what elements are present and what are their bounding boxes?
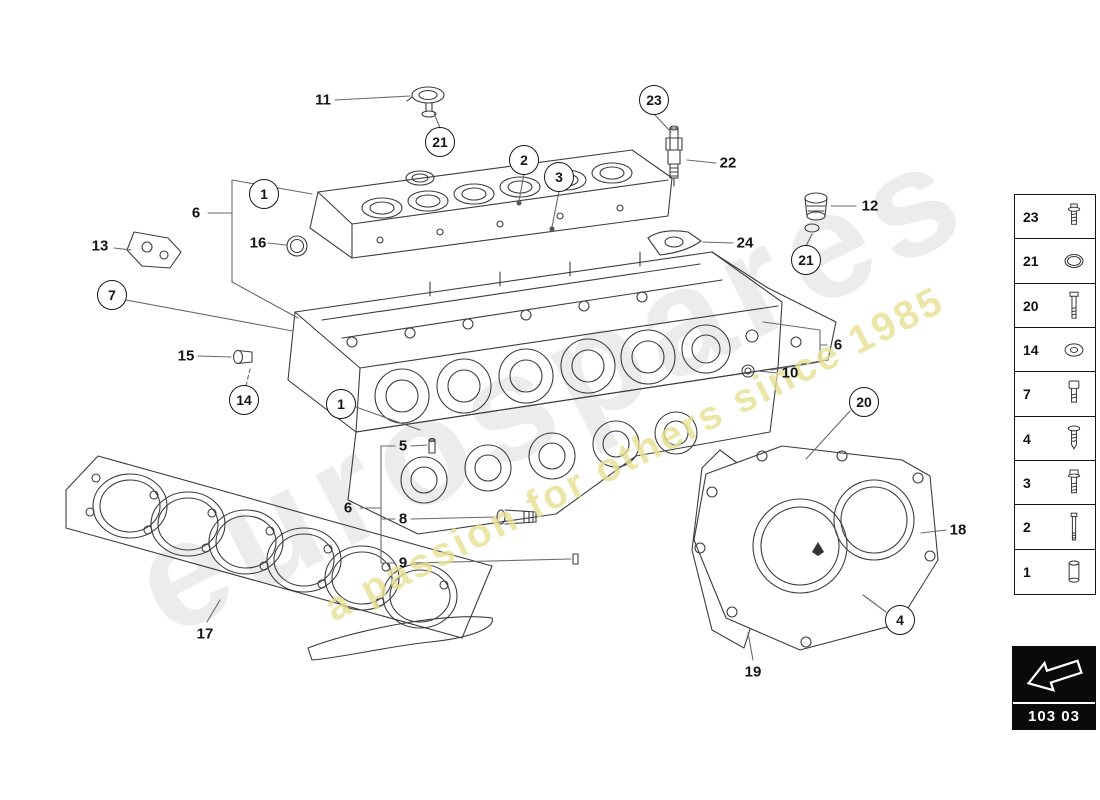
legend-row-3[interactable]: 3 <box>1014 459 1096 506</box>
cover-gasket-strip-drawing <box>307 616 493 661</box>
socket-bolt-icon <box>1061 378 1087 410</box>
callout-22[interactable]: 22 <box>719 154 737 172</box>
hex-bolt-icon <box>1061 467 1087 499</box>
callout-12[interactable]: 12 <box>861 197 879 215</box>
head-gasket-drawing <box>65 455 493 639</box>
callout-13[interactable]: 13 <box>91 237 109 255</box>
callout-9[interactable]: 9 <box>398 554 408 572</box>
diagram-code-box[interactable]: 103 03 <box>1012 646 1096 730</box>
bracket-13-drawing <box>126 231 182 269</box>
callout-4[interactable]: 4 <box>885 605 915 635</box>
legend-row-1[interactable]: 1 <box>1014 548 1096 595</box>
callout-15[interactable]: 15 <box>177 347 195 365</box>
spark-plug-drawing <box>665 125 683 187</box>
legend-row-7[interactable]: 7 <box>1014 371 1096 418</box>
callout-21-a[interactable]: 21 <box>425 127 455 157</box>
callout-21-b[interactable]: 21 <box>791 245 821 275</box>
bolt-8-drawing <box>496 509 537 525</box>
callout-6-b[interactable]: 6 <box>833 336 843 354</box>
callout-14[interactable]: 14 <box>229 385 259 415</box>
callout-19[interactable]: 19 <box>744 663 762 681</box>
legend-row-20[interactable]: 20 <box>1014 282 1096 329</box>
callout-1-a[interactable]: 1 <box>249 179 279 209</box>
leader-lines <box>113 95 947 661</box>
legend-row-23[interactable]: 23 <box>1014 194 1096 240</box>
nut-10-drawing <box>741 364 755 378</box>
legend-part-number: 1 <box>1023 563 1031 580</box>
plug-12-drawing <box>804 192 828 221</box>
legend-part-number: 20 <box>1023 297 1039 314</box>
flanged-screw-icon <box>1061 201 1087 233</box>
legend-row-2[interactable]: 2 <box>1014 504 1096 551</box>
legend-part-number: 14 <box>1023 341 1039 358</box>
washer-icon <box>1061 334 1087 366</box>
sleeve-icon <box>1061 556 1087 588</box>
valve-cover-drawing <box>309 149 673 259</box>
callout-3[interactable]: 3 <box>544 162 574 192</box>
callout-5[interactable]: 5 <box>398 437 408 455</box>
gasket-24-drawing <box>647 230 702 256</box>
long-bolt-icon <box>1061 290 1087 322</box>
cylinder-head-drawing <box>287 251 837 535</box>
callout-16[interactable]: 16 <box>249 234 267 252</box>
stud-bolt-icon <box>1061 511 1087 543</box>
parts-legend: 23 21 20 14 <box>1014 194 1096 595</box>
diagram-code: 103 03 <box>1028 708 1080 725</box>
legend-part-number: 7 <box>1023 386 1031 403</box>
back-arrow-icon <box>1013 647 1095 704</box>
callout-8[interactable]: 8 <box>398 510 408 528</box>
legend-row-14[interactable]: 14 <box>1014 326 1096 373</box>
callout-7[interactable]: 7 <box>97 280 127 310</box>
o-ring-16-drawing <box>286 235 308 257</box>
legend-part-number: 3 <box>1023 474 1031 491</box>
plug-15-drawing <box>232 349 253 365</box>
callout-1-b[interactable]: 1 <box>326 389 356 419</box>
seal-21-drawing <box>804 223 820 233</box>
legend-part-number: 4 <box>1023 430 1031 447</box>
legend-part-number: 2 <box>1023 519 1031 536</box>
stud-9-drawing <box>572 553 579 565</box>
screw-icon <box>1061 423 1087 455</box>
legend-row-21[interactable]: 21 <box>1014 238 1096 285</box>
callout-10[interactable]: 10 <box>781 364 799 382</box>
callout-20[interactable]: 20 <box>849 387 879 417</box>
callout-6-c[interactable]: 6 <box>343 499 353 517</box>
callout-24[interactable]: 24 <box>736 234 754 252</box>
callout-6-a[interactable]: 6 <box>191 204 201 222</box>
timing-cover-drawing <box>693 445 939 651</box>
callout-11[interactable]: 11 <box>315 91 331 109</box>
oil-cap-drawing <box>406 86 445 118</box>
callout-17[interactable]: 17 <box>196 625 214 643</box>
callout-18[interactable]: 18 <box>949 521 967 539</box>
stud-5-drawing <box>428 437 436 454</box>
o-ring-icon <box>1061 245 1087 277</box>
callout-23[interactable]: 23 <box>639 85 669 115</box>
callout-2[interactable]: 2 <box>509 145 539 175</box>
legend-part-number: 23 <box>1023 209 1039 225</box>
legend-part-number: 21 <box>1023 253 1039 270</box>
legend-row-4[interactable]: 4 <box>1014 415 1096 462</box>
